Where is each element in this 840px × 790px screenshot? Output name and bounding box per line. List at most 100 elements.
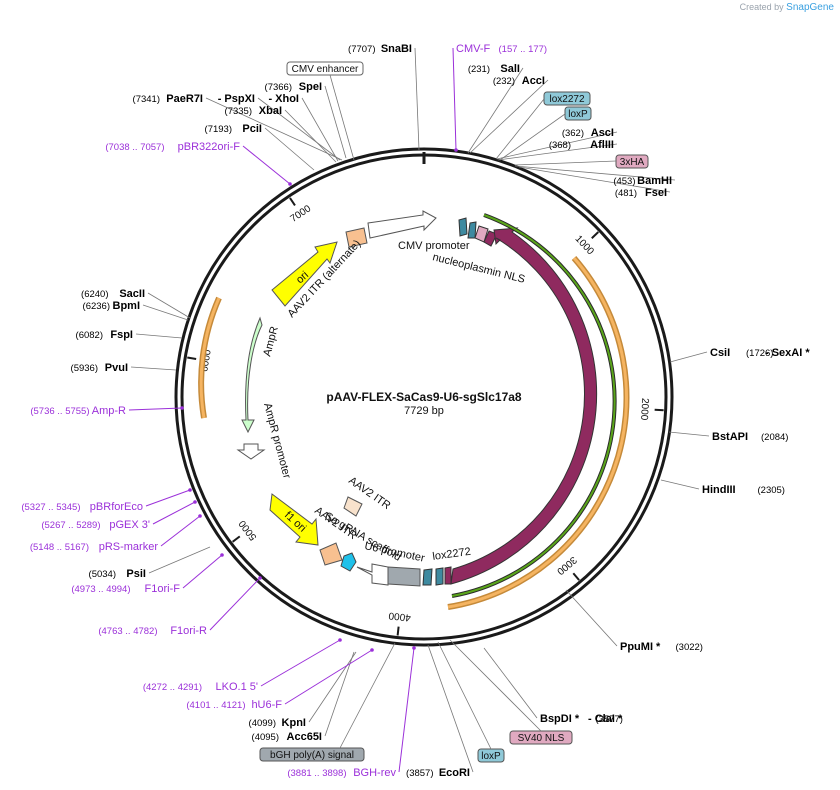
primer-label-group: Amp-R(5736 .. 5755) xyxy=(30,405,126,417)
enzyme-name: Acc65I xyxy=(287,731,322,743)
primer-position: (3881 .. 3898) xyxy=(287,768,346,779)
enzyme-label-group: SalI(231) xyxy=(468,63,520,75)
enzyme-name: SpeI xyxy=(299,81,322,93)
enzyme-name: EcoRI xyxy=(439,767,470,779)
enzyme-label-group: HindIII(2305) xyxy=(702,484,785,496)
sv40-nls-shape xyxy=(444,566,452,585)
aav2-itr-shape xyxy=(319,542,343,566)
enzyme-label-group: PpuMI * (3022) xyxy=(620,641,703,653)
enzyme-leader xyxy=(483,647,538,719)
enzyme-position: (6236) xyxy=(83,301,110,312)
cmv-enhancer-box: CMV enhancer xyxy=(286,61,364,76)
u6-block xyxy=(387,566,421,587)
aav2-itr-alternate-shape xyxy=(345,227,368,248)
loxp-bottom-shape xyxy=(435,567,444,586)
sa-grna-scaffold-shape xyxy=(340,552,357,572)
primer-label-group: hU6-F(4101 .. 4121) xyxy=(186,699,282,711)
orange-orf-track xyxy=(447,257,628,609)
tick-mark-3000 xyxy=(572,572,580,581)
nucleoplasmin-nls-label: nucleoplasmin NLS xyxy=(431,251,526,286)
enzyme-name: SalI xyxy=(500,63,520,75)
enzyme-label-group: SpeI(7366) xyxy=(265,81,322,93)
primer-leader xyxy=(260,639,341,687)
enzyme-label-group: XbaI(7335) xyxy=(225,105,282,117)
tick-label-7000: 7000 xyxy=(289,203,314,225)
primer-label-group: CMV-F(157 .. 177) xyxy=(456,43,547,55)
primer-name: pBR322ori-F xyxy=(178,141,241,153)
sacas9-arrow xyxy=(450,227,598,585)
tick-mark-5000 xyxy=(232,535,241,543)
enzyme-position: (3022) xyxy=(676,642,703,653)
enzyme-name: - XhoI xyxy=(268,93,299,105)
enzyme-position: (453) xyxy=(613,176,635,187)
plasmid-size: 7729 bp xyxy=(404,405,444,417)
enzyme-label-group: - PspXI xyxy=(218,93,255,105)
enzyme-name: PpuMI * xyxy=(620,641,661,653)
ori-arrow xyxy=(271,241,338,307)
leader-3xha xyxy=(514,160,617,166)
enzyme-leader xyxy=(467,67,524,154)
3xha-box: 3xHA xyxy=(615,154,649,169)
enzyme-leader xyxy=(660,479,700,490)
primer-name: F1ori-F xyxy=(145,583,181,595)
enzyme-name: - SexAI * xyxy=(765,347,810,359)
enzyme-position: (2084) xyxy=(761,432,788,443)
enzyme-label-group: AccI(232) xyxy=(493,75,545,87)
loxp-top-box: loxP xyxy=(564,106,592,121)
enzyme-leader xyxy=(669,351,708,363)
enzyme-leader xyxy=(301,97,339,162)
primer-position: (4763 .. 4782) xyxy=(98,626,157,637)
enzyme-position: (5034) xyxy=(89,569,116,580)
primer-label-group: pRS-marker(5148 .. 5167) xyxy=(30,541,158,553)
lox2272-box: lox2272 xyxy=(543,91,591,106)
primer-site-marker xyxy=(370,648,374,652)
tick-label-4000: 4000 xyxy=(388,609,412,622)
enzyme-position: (3857) xyxy=(406,768,433,779)
enzyme-position: (2305) xyxy=(758,485,785,496)
snapgene-credit: Created by SnapGene xyxy=(740,2,834,13)
enzyme-leader xyxy=(135,333,183,339)
lox2272-bottom-shape xyxy=(422,568,433,586)
label-leaders xyxy=(128,47,710,773)
enzyme-position: (232) xyxy=(493,76,515,87)
enzyme-name: - ClaI * xyxy=(588,713,623,725)
primer-name: LKO.1 5' xyxy=(216,681,258,693)
ampr-label: AmpR xyxy=(261,325,281,358)
enzyme-label-group: KpnI(4099) xyxy=(249,717,306,729)
enzyme-name: AflIII xyxy=(590,139,614,151)
loxp-top-text: loxP xyxy=(568,109,588,120)
enzyme-position: (368) xyxy=(549,140,571,151)
enzyme-leader xyxy=(565,589,618,647)
enzyme-position: (4099) xyxy=(249,718,276,729)
enzyme-leader xyxy=(130,366,177,371)
enzyme-name: BpmI xyxy=(113,300,141,312)
credit-prefix: Created by xyxy=(739,2,784,12)
primer-site-marker xyxy=(188,488,192,492)
enzyme-leader xyxy=(496,131,618,160)
primer-name: CMV-F xyxy=(456,43,491,55)
primer-label-group: pBRforEco(5327 .. 5345) xyxy=(21,501,143,513)
enzyme-leader xyxy=(284,109,337,163)
enzyme-position: (4095) xyxy=(252,732,279,743)
enzyme-label-group: BpmI(6236) xyxy=(83,300,140,312)
tick-mark-1000 xyxy=(591,231,600,239)
enzyme-name: PaeR7I xyxy=(166,93,203,105)
primer-position: (5736 .. 5755) xyxy=(30,406,89,417)
enzyme-label-group: AscI(362) xyxy=(562,127,614,139)
enzyme-position: (3577) xyxy=(596,714,623,725)
primer-leader xyxy=(145,489,191,507)
primer-position: (5267 .. 5289) xyxy=(41,520,100,531)
sv40-nls-text: SV40 NLS xyxy=(518,733,565,744)
primer-name: pRS-marker xyxy=(99,541,159,553)
primer-name: pBRforEco xyxy=(90,501,143,513)
ampr-arrow xyxy=(241,316,263,434)
ampr-promoter-label: AmpR promoter xyxy=(261,402,293,480)
lox2272-inner-label: lox2272 xyxy=(432,546,472,563)
enzyme-name: BspDI * xyxy=(540,713,580,725)
ampr-promoter-arrow xyxy=(236,443,266,460)
enzyme-label-group: BamHI(453) xyxy=(613,175,672,187)
enzyme-name: PsiI xyxy=(126,568,146,580)
enzyme-name: SacII xyxy=(119,288,145,300)
leader-loxp-top xyxy=(499,113,566,161)
enzyme-position: (7341) xyxy=(133,94,160,105)
